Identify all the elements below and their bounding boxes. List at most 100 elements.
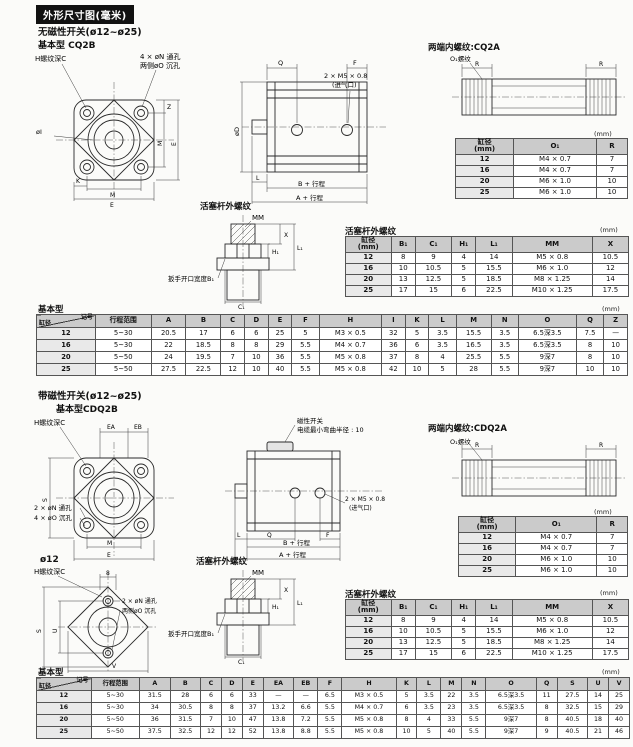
corner-top-label: 记号 <box>76 677 89 684</box>
cell: M6 × 1.0 <box>511 625 593 638</box>
column-header: L <box>428 314 457 328</box>
row-header: 12 <box>36 327 96 340</box>
cell: 9深7 <box>517 363 577 376</box>
column-header: V <box>608 677 630 691</box>
column-header: N <box>461 677 487 691</box>
cell: 12 <box>591 262 630 275</box>
dim-e-label: E <box>171 142 178 146</box>
cell: 6 <box>200 690 222 703</box>
cell: 14 <box>475 614 513 627</box>
cell: 10 <box>596 564 628 577</box>
cell: 5 <box>451 625 477 638</box>
cell: 19.5 <box>185 351 222 364</box>
unit-label: (mm) <box>594 508 612 516</box>
wrench-width-label: 扳手开口宽度B₁ <box>168 629 214 638</box>
cell: 22.5 <box>185 363 222 376</box>
cell: 5 <box>416 726 442 739</box>
cell: 5 <box>451 636 477 649</box>
cell: 5.5 <box>461 714 487 727</box>
cell: 5~30 <box>90 702 140 715</box>
dim-m-bottom-label: M <box>110 192 115 199</box>
unit-label: (mm) <box>602 668 620 676</box>
body-outline <box>73 457 155 539</box>
cell: 14 <box>587 690 609 703</box>
cell: 17 <box>390 647 416 660</box>
dim-b-stroke-label: B + 行程 <box>298 179 326 188</box>
mm-thread-label: MM <box>252 214 264 222</box>
cell: 32.5 <box>556 702 589 715</box>
row-header: 25 <box>457 564 517 577</box>
cell: 7 <box>200 714 222 727</box>
dim-h1-label: H₁ <box>272 604 280 611</box>
row-header: 12 <box>345 251 392 264</box>
cell: M3 × 0.5 <box>318 327 383 340</box>
cell: M10 × 1.25 <box>511 284 593 297</box>
row-header: 20 <box>345 273 392 286</box>
cell: M4 × 0.7 <box>318 339 383 352</box>
cell: 10 <box>595 175 629 188</box>
cell: 25.5 <box>455 351 492 364</box>
cell: 36 <box>138 714 171 727</box>
cell: M6 × 1.0 <box>511 262 593 275</box>
cell: 7.5 <box>575 327 605 340</box>
cell: 17 <box>185 327 222 340</box>
body-outline <box>234 441 341 532</box>
row-header: 25 <box>454 186 515 199</box>
dimension-lines <box>234 424 346 561</box>
o12-title: ø12 <box>40 555 59 565</box>
dim-a-stroke-label: A + 行程 <box>296 193 324 202</box>
column-header: Q <box>535 677 558 691</box>
cell: 15.5 <box>475 262 513 275</box>
column-header: EB <box>293 677 319 691</box>
cell: — <box>603 327 628 340</box>
column-header: O <box>517 314 577 328</box>
column-header: D <box>244 314 269 328</box>
column-header: F <box>317 677 343 691</box>
cell: 18.5 <box>475 636 513 649</box>
column-header: H₁ <box>451 236 477 253</box>
cell: 40 <box>267 363 293 376</box>
cell: 7.2 <box>293 714 319 727</box>
dim-eb-label: EB <box>134 424 142 431</box>
cell: M6 × 1.0 <box>513 186 597 199</box>
cell: 8 <box>390 251 416 264</box>
dimension-lines <box>217 575 296 659</box>
column-header: 缸径 (mm) <box>454 138 515 155</box>
cell: 15 <box>414 647 453 660</box>
unit-label: (mm) <box>594 130 612 138</box>
unit-label: (mm) <box>600 226 618 234</box>
cell: 37 <box>381 351 406 364</box>
column-header: EA <box>262 677 295 691</box>
dim-d-label: øD <box>233 127 241 136</box>
cell: 5 <box>451 273 477 286</box>
dim-s-label: S <box>42 498 49 502</box>
cdq2a-thread-drawing: O₁螺纹 R R <box>450 437 626 497</box>
cell: 5.5 <box>317 726 343 739</box>
cell: 37 <box>241 702 264 715</box>
rod-thread-drawing: MM 扳手开口宽度B₁ H₁ X L₁ C₁ <box>168 569 303 666</box>
row-header: 12 <box>36 690 92 703</box>
section1-heading: 无磁性开关(ø12~ø25) <box>38 27 142 38</box>
cell: 5~50 <box>90 726 140 739</box>
body-outline <box>461 78 617 116</box>
dim-x-label: X <box>284 232 288 239</box>
dim-m-bottom-label: M <box>107 540 112 547</box>
dim-ea-label: EA <box>107 424 116 431</box>
corner-top-label: 记号 <box>80 314 93 321</box>
cell: M10 × 1.25 <box>511 647 593 660</box>
cell: M6 × 1.0 <box>515 553 598 566</box>
dim-e-bottom-label: E <box>107 552 111 559</box>
dim-r-right-label: R <box>599 61 603 68</box>
cell: 30.5 <box>169 702 202 715</box>
cell: 10 <box>603 339 628 352</box>
cell: 7 <box>596 531 628 544</box>
cell: 28 <box>169 690 202 703</box>
